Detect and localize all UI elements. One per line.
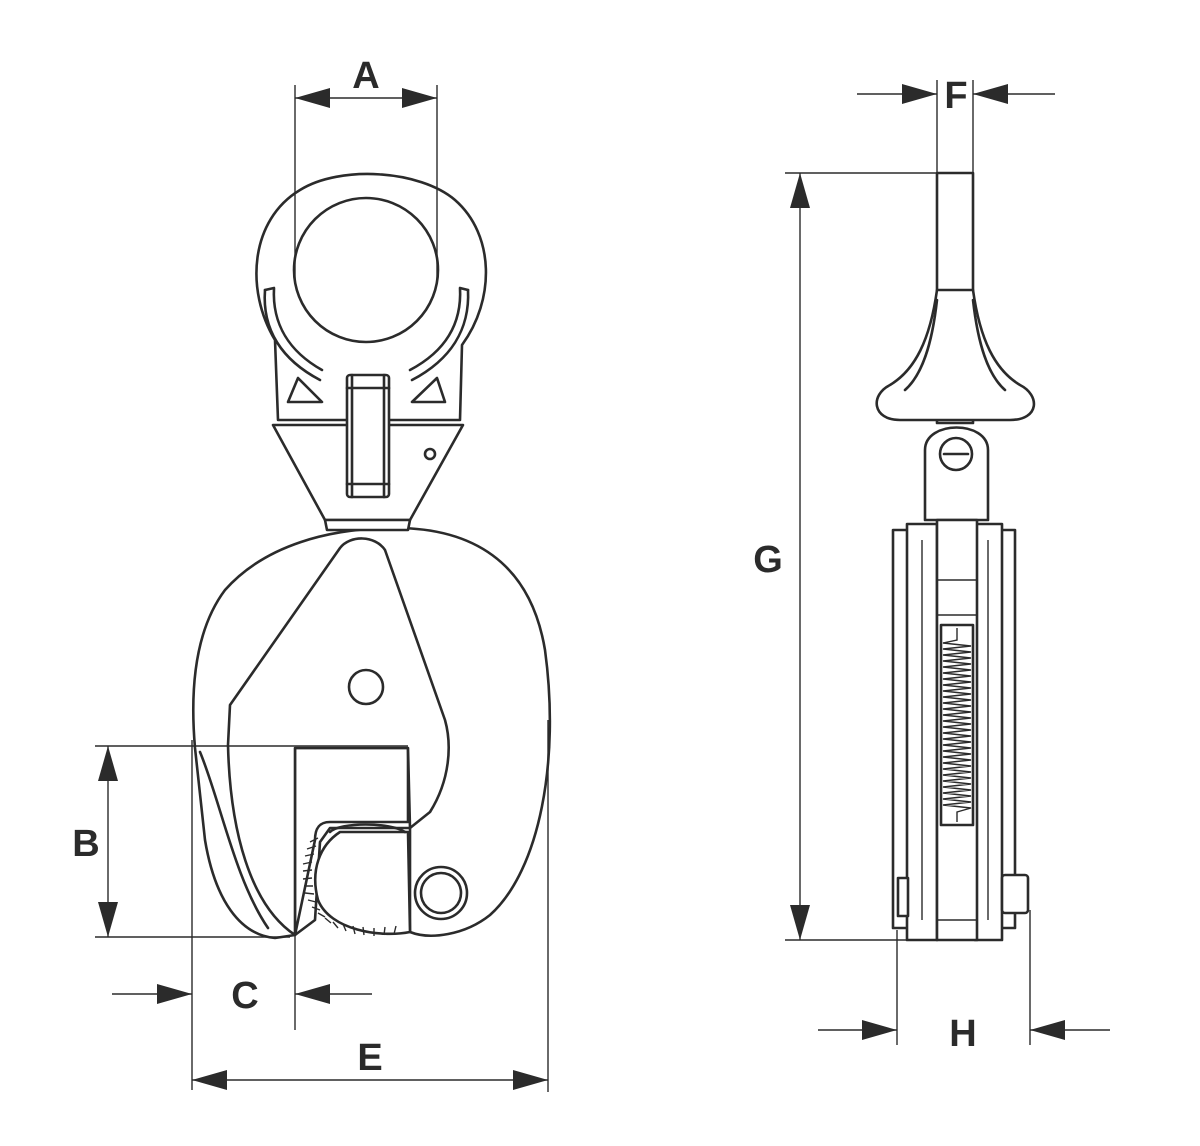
- neck-rivet: [423, 447, 437, 461]
- cam-lever: [226, 537, 450, 937]
- pivot-hole-lower-rim: [413, 865, 469, 921]
- cam-pocket: [328, 823, 407, 834]
- side-spring-coil: [942, 628, 972, 822]
- dimension-a: A: [294, 55, 438, 280]
- dimension-g: G: [753, 172, 937, 941]
- dimension-e: E: [192, 720, 549, 1092]
- pivot-hole-lower: [419, 871, 463, 915]
- shackle-inner-lip-left: [263, 286, 324, 372]
- side-shackle-flare: [875, 288, 1036, 422]
- dimension-label-g: G: [753, 539, 783, 581]
- dimension-label-e: E: [357, 1037, 382, 1079]
- dimension-b: B: [72, 745, 408, 938]
- dimension-h: H: [818, 910, 1110, 1055]
- side-spring-housing: [939, 623, 975, 827]
- shackle-inner-arc-left: [263, 288, 322, 382]
- neck-collar: [323, 518, 412, 532]
- dimension-label-h: H: [949, 1013, 976, 1055]
- shackle-inner-arc-right: [410, 288, 470, 382]
- side-bolt-head: [1000, 873, 1030, 915]
- side-view: [875, 171, 1036, 942]
- side-bolt-nut: [896, 876, 910, 918]
- jaw-plate-outline: [198, 750, 270, 930]
- shackle-inner-lip-right: [408, 286, 470, 372]
- pivot-hole-upper: [347, 668, 385, 706]
- swivel-block-detail: [345, 373, 391, 499]
- dimension-label-f: F: [944, 75, 967, 117]
- dimension-c: C: [112, 740, 372, 1090]
- front-view: [192, 172, 552, 940]
- cam-serrated-grip: [313, 830, 412, 936]
- shackle-window-right: [410, 376, 447, 404]
- dimension-label-c: C: [231, 975, 258, 1017]
- cam-teeth: [302, 837, 397, 936]
- shackle-window-left: [286, 376, 324, 404]
- dimension-f: F: [857, 75, 1055, 173]
- dimension-label-b: B: [72, 823, 99, 865]
- side-shackle-flare-inner: [903, 298, 1007, 392]
- shackle-eye: [292, 196, 440, 344]
- side-center-lines: [921, 540, 989, 921]
- dimension-label-a: A: [352, 55, 379, 97]
- dimensions: A B C E: [72, 55, 1110, 1092]
- swivel-block: [345, 373, 391, 499]
